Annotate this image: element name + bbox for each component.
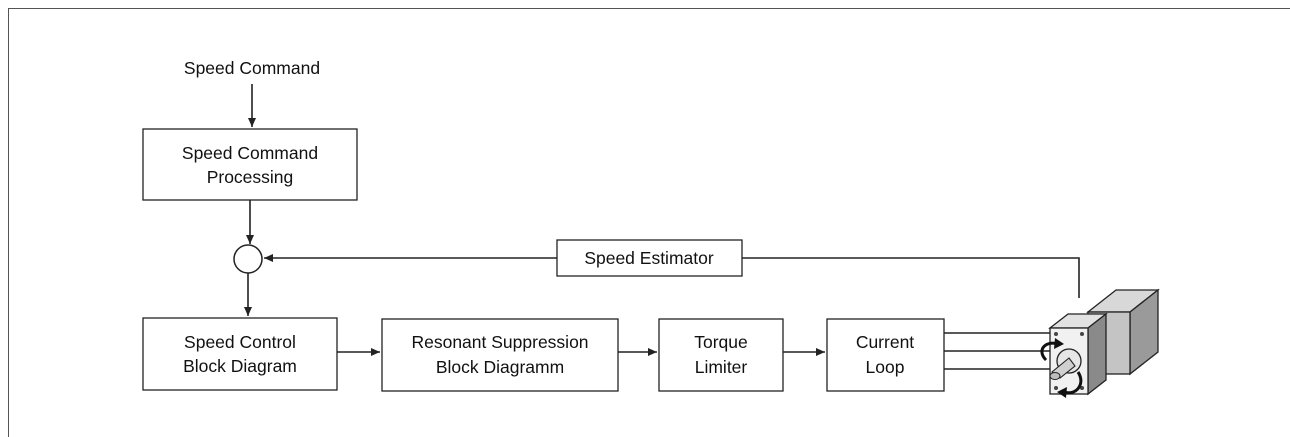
block-label-line-1: Speed Control bbox=[184, 332, 296, 352]
block-label-line-2: Processing bbox=[207, 167, 294, 187]
block-torque-limiter: Torque Limiter bbox=[658, 318, 784, 392]
block-label-line-1: Current bbox=[856, 332, 914, 352]
block-label-line-1: Speed Estimator bbox=[584, 248, 714, 268]
block-label-line-1: Torque bbox=[694, 332, 748, 352]
block-speed-estimator: Speed Estimator bbox=[556, 239, 743, 277]
block-speed-command-processing: Speed Command Processing bbox=[142, 128, 358, 201]
block-label-line-2: Block Diagramm bbox=[436, 357, 564, 377]
block-label-line-2: Block Diagram bbox=[183, 356, 297, 376]
servo-motor-icon bbox=[1040, 288, 1160, 398]
block-label-line-1: Speed Command bbox=[182, 143, 318, 163]
input-label-speed-command: Speed Command bbox=[184, 58, 320, 78]
motor-phase-lines bbox=[944, 332, 1050, 370]
block-label-line-2: Loop bbox=[866, 357, 905, 377]
block-label-line-1: Resonant Suppression bbox=[411, 332, 588, 352]
feedback-line-from-motor bbox=[742, 257, 1080, 298]
summing-junction bbox=[233, 244, 263, 274]
block-label-line-2: Limiter bbox=[695, 357, 748, 377]
block-current-loop: Current Loop bbox=[826, 318, 945, 392]
block-resonant-suppression: Resonant Suppression Block Diagramm bbox=[381, 318, 619, 392]
block-speed-control: Speed Control Block Diagram bbox=[142, 317, 338, 391]
diagram-frame bbox=[8, 8, 1290, 437]
